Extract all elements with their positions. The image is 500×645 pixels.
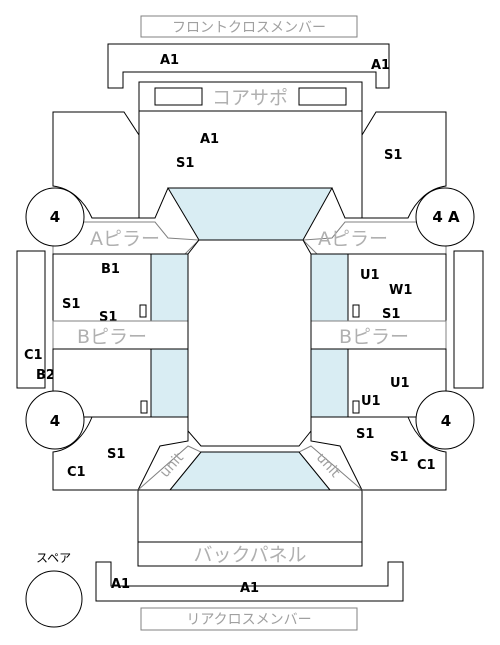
- right-rear-door-code-u1: U1: [390, 376, 410, 391]
- rear-bumper-code-center: A1: [240, 581, 259, 596]
- right-front-handle[interactable]: [352, 304, 360, 318]
- rear-cross-member-box[interactable]: [140, 607, 358, 631]
- hood-code-a1: A1: [200, 132, 219, 147]
- right-front-door-code-s1: S1: [382, 307, 400, 322]
- right-rear-door-code-u1-inner: U1: [361, 394, 381, 409]
- wheel-rear-right-code: 4: [441, 412, 451, 430]
- right-quarter-code-c1: C1: [417, 458, 436, 473]
- left-rear-quarter[interactable]: [52, 416, 189, 491]
- wheel-front-right-code: 4 A: [432, 208, 460, 226]
- front-bumper-code-left: A1: [160, 53, 179, 68]
- left-quarter-code-c1: C1: [67, 465, 86, 480]
- b-pillar-left[interactable]: [52, 320, 190, 350]
- left-rear-handle[interactable]: [140, 400, 148, 414]
- front-cross-member-label: フロントクロスメンバー: [172, 20, 326, 36]
- front-bumper-reinforcement[interactable]: [107, 43, 390, 89]
- right-front-door-code-u1: U1: [360, 268, 380, 283]
- right-rear-handle[interactable]: [352, 400, 360, 414]
- a-pillar-left-label: Aピラー: [90, 228, 160, 250]
- front-cross-member-box[interactable]: [140, 15, 358, 38]
- front-bumper-code-right: A1: [371, 58, 390, 73]
- left-front-handle[interactable]: [139, 304, 147, 318]
- left-front-fender[interactable]: [52, 111, 140, 219]
- roof-panel[interactable]: [187, 239, 312, 447]
- right-rear-window[interactable]: [310, 348, 349, 418]
- rear-bumper-code-left: A1: [111, 577, 130, 592]
- left-side-sill[interactable]: [16, 250, 46, 389]
- rear-cross-member-label: リアクロスメンバー: [186, 612, 311, 628]
- headlamp-right-mount[interactable]: [298, 87, 347, 106]
- b-pillar-left-label: Bピラー: [77, 326, 147, 348]
- wheel-rear-right[interactable]: [415, 390, 475, 450]
- spare-tire[interactable]: [25, 570, 83, 628]
- left-rear-window[interactable]: [150, 348, 189, 418]
- right-front-fender[interactable]: [361, 111, 447, 219]
- left-quarter-code-s1: S1: [107, 447, 125, 462]
- wheel-front-left[interactable]: [25, 187, 85, 247]
- wheel-front-left-code: 4: [50, 208, 60, 226]
- wheel-front-right[interactable]: [415, 187, 475, 247]
- spare-label: スペア: [36, 551, 71, 565]
- left-front-door-code-s1: S1: [62, 297, 80, 312]
- left-front-window[interactable]: [150, 253, 189, 322]
- left-front-door-code-b1: B1: [101, 262, 120, 277]
- trunk-lid[interactable]: [137, 489, 363, 543]
- rear-bumper-reinforcement[interactable]: [95, 561, 404, 602]
- b-pillar-right[interactable]: [310, 320, 447, 350]
- right-rear-quarter[interactable]: [310, 416, 447, 491]
- b-pillar-right-label: Bピラー: [339, 326, 409, 348]
- windshield[interactable]: [167, 187, 333, 241]
- left-sill-code-c1: C1: [24, 348, 43, 363]
- core-support-label: コアサポ: [212, 87, 288, 109]
- right-quarter-code-s1-lower: S1: [390, 450, 408, 465]
- right-front-door[interactable]: [347, 253, 447, 322]
- right-front-door-code-w1: W1: [389, 283, 412, 298]
- right-quarter-code-s1-upper: S1: [356, 427, 374, 442]
- right-fender-code: S1: [384, 148, 402, 163]
- right-side-sill[interactable]: [453, 250, 484, 389]
- headlamp-left-mount[interactable]: [154, 87, 203, 106]
- wheel-rear-left[interactable]: [25, 390, 85, 450]
- hood-code-s1: S1: [176, 156, 194, 171]
- wheel-rear-left-code: 4: [50, 412, 60, 430]
- back-panel-label: バックパネル: [193, 544, 306, 566]
- a-pillar-right-label: Aピラー: [318, 228, 388, 250]
- left-front-door[interactable]: [52, 253, 152, 322]
- back-panel[interactable]: [137, 541, 363, 567]
- left-sill-code-b2: B2: [36, 368, 55, 383]
- right-front-window[interactable]: [310, 253, 349, 322]
